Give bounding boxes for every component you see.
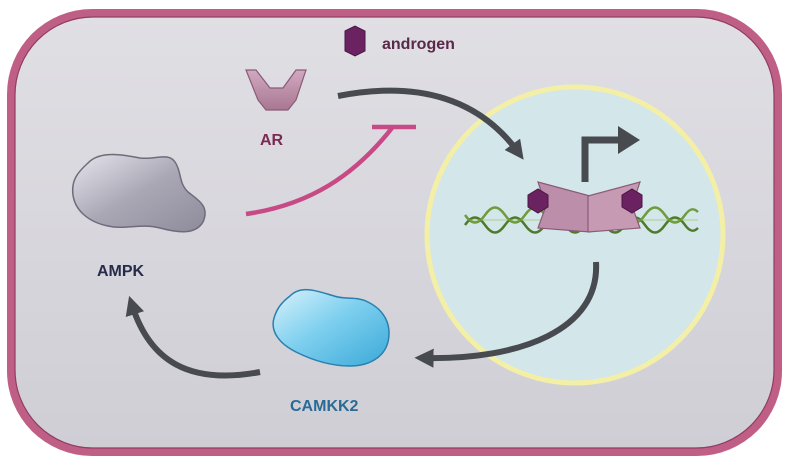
transcription-start-arrow-icon [581,136,620,182]
ampk-inhibits-ar-line [245,126,394,217]
ar-dimer-complex [527,181,643,233]
ar-to-nucleus-arrow [337,87,524,160]
camkk2-to-ampk-arrow [125,295,261,379]
ampk-protein-icon [71,153,206,233]
nucleus [424,84,726,386]
nucleus-to-camkk2-arrow [414,261,600,368]
camkk2-protein-icon [272,288,390,367]
transcription-arrowhead-icon [618,126,640,154]
camkk2-label: CAMKK2 [290,398,359,415]
ar-label: AR [260,132,284,149]
androgen-icon [344,25,366,57]
ampk-label: AMPK [97,263,145,280]
bound-androgen-right-icon [621,188,643,214]
androgen-label: androgen [382,36,455,53]
bound-androgen-left-icon [527,188,549,214]
androgen-receptor-icon [245,69,307,111]
